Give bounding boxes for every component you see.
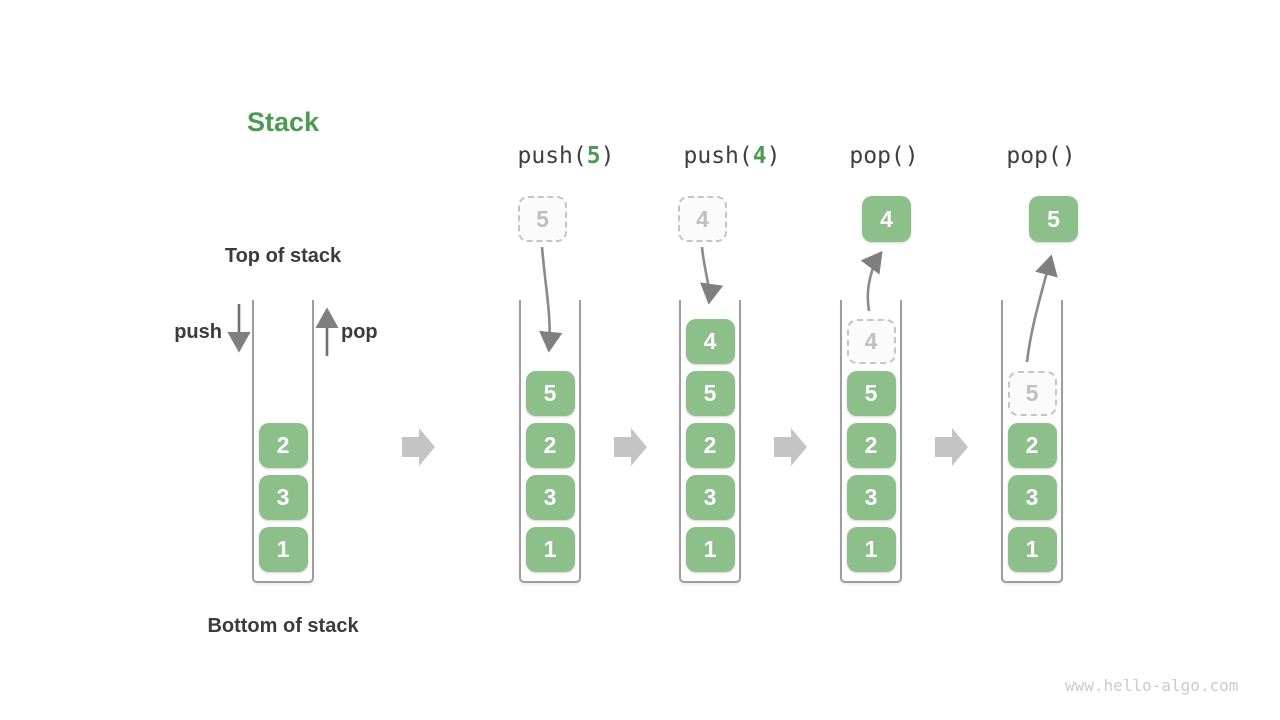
stack-container-after-push-5: 5 2 3 1 <box>519 300 581 583</box>
op-prefix: push( <box>683 143 753 169</box>
stack-item: 3 <box>258 475 308 520</box>
stack-item: 3 <box>1007 475 1057 520</box>
floating-value-box-popped: 5 <box>1029 196 1078 242</box>
floating-value-box-popped: 4 <box>862 196 911 242</box>
op-suffix: ) <box>1061 143 1076 169</box>
stack-container-after-push-4: 4 5 2 3 1 <box>679 300 741 583</box>
stack-item: 1 <box>258 527 308 572</box>
stack-item: 4 <box>685 319 735 364</box>
stack-item: 2 <box>1007 423 1057 468</box>
stack-item-removed: 4 <box>846 319 896 364</box>
stack-container-initial: 2 3 1 <box>252 300 314 583</box>
stack-item: 1 <box>846 527 896 572</box>
bottom-of-stack-label: Bottom of stack <box>207 615 359 637</box>
stack-item: 2 <box>685 423 735 468</box>
stack-item: 2 <box>846 423 896 468</box>
stack-item-removed: 5 <box>1007 371 1057 416</box>
op-prefix: pop( <box>1006 143 1062 169</box>
step-arrow-1 <box>402 428 435 466</box>
op-suffix: ) <box>600 143 615 169</box>
stack-item: 5 <box>846 371 896 416</box>
stack-item: 1 <box>525 527 575 572</box>
op-prefix: push( <box>517 143 587 169</box>
stack-item: 3 <box>685 475 735 520</box>
step-arrow-3 <box>774 428 807 466</box>
stack-item: 5 <box>685 371 735 416</box>
stack-item: 3 <box>846 475 896 520</box>
stack-container-after-pop-5: 5 2 3 1 <box>1001 300 1063 583</box>
step-arrow-2 <box>614 428 647 466</box>
operation-label-push-4: push(4) <box>684 143 781 169</box>
stack-item: 1 <box>1007 527 1057 572</box>
stack-item: 3 <box>525 475 575 520</box>
operation-label-pop-2: pop() <box>1006 143 1075 169</box>
op-argument: 4 <box>752 143 767 169</box>
stack-item: 2 <box>258 423 308 468</box>
floating-value-box-dashed: 5 <box>518 196 567 242</box>
watermark: www.hello-algo.com <box>1065 676 1239 695</box>
operation-label-push-5: push(5) <box>518 143 615 169</box>
op-suffix: ) <box>904 143 919 169</box>
stack-item: 1 <box>685 527 735 572</box>
top-of-stack-label: Top of stack <box>224 245 342 267</box>
operation-label-pop-1: pop() <box>849 143 918 169</box>
stack-item: 5 <box>525 371 575 416</box>
diagram-title: Stack <box>246 107 320 137</box>
op-argument: 5 <box>586 143 601 169</box>
floating-value-box-dashed: 4 <box>678 196 727 242</box>
op-suffix: ) <box>766 143 781 169</box>
op-prefix: pop( <box>849 143 905 169</box>
push-label: push <box>174 321 222 343</box>
stack-container-after-pop-4: 4 5 2 3 1 <box>840 300 902 583</box>
pop-label: pop <box>341 321 378 343</box>
push-4-curve-arrow <box>699 246 724 305</box>
step-arrow-4 <box>935 428 968 466</box>
stack-item: 2 <box>525 423 575 468</box>
